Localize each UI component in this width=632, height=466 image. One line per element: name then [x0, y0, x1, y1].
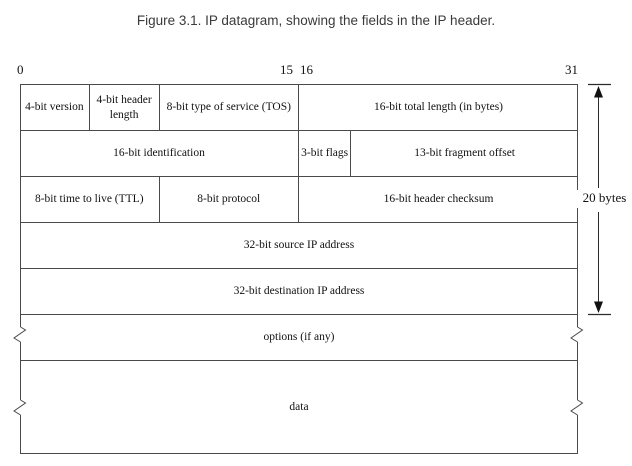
- diagram-row-3-fields: 8-bit time to live (TTL)8-bit protocol 16…: [20, 177, 578, 223]
- bit-scale: 0 15 16 31: [0, 62, 632, 80]
- field-32-bit-source-ip-address: 32-bit source IP address: [243, 239, 355, 252]
- field-16-bit-identification: 16-bit identification: [20, 131, 299, 176]
- bit-label-0: 0: [17, 62, 24, 77]
- field-16-bit-header-checksum: 16-bit header checksum: [383, 193, 494, 206]
- field-4-bit-header-length: 4-bit header length: [90, 85, 160, 130]
- diagram-row-5-fields: 32-bit destination IP address: [20, 269, 578, 315]
- bit-label-15: 15: [280, 62, 293, 77]
- bit-label-16: 16: [300, 62, 313, 77]
- header-size-label: 20 bytes: [577, 190, 632, 208]
- field-32-bit-destination-ip-address: 32-bit destination IP address: [233, 285, 365, 298]
- diagram-row-4-fields: 32-bit source IP address: [20, 223, 578, 269]
- diagram-row-6-options: options (if any): [20, 315, 578, 361]
- field-8-bit-time-to-live-ttl: 8-bit time to live (TTL): [20, 177, 160, 222]
- field-16-bit-total-length-in-bytes: 16-bit total length (in bytes): [373, 101, 504, 114]
- diagram-row-7-data: data: [20, 361, 578, 454]
- field-data: data: [289, 400, 309, 413]
- figure-caption: Figure 3.1. IP datagram, showing the fie…: [136, 13, 496, 28]
- field-8-bit-protocol: 8-bit protocol: [160, 177, 299, 222]
- field-8-bit-type-of-service-tos: 8-bit type of service (TOS): [160, 85, 299, 130]
- field-13-bit-fragment-offset: 13-bit fragment offset: [414, 147, 516, 160]
- bit-label-31: 31: [565, 62, 578, 77]
- field-3-bit-flags: 3-bit flags: [299, 131, 352, 176]
- field-4-bit-version: 4-bit version: [20, 85, 90, 130]
- field-options-if-any: options (if any): [263, 331, 335, 344]
